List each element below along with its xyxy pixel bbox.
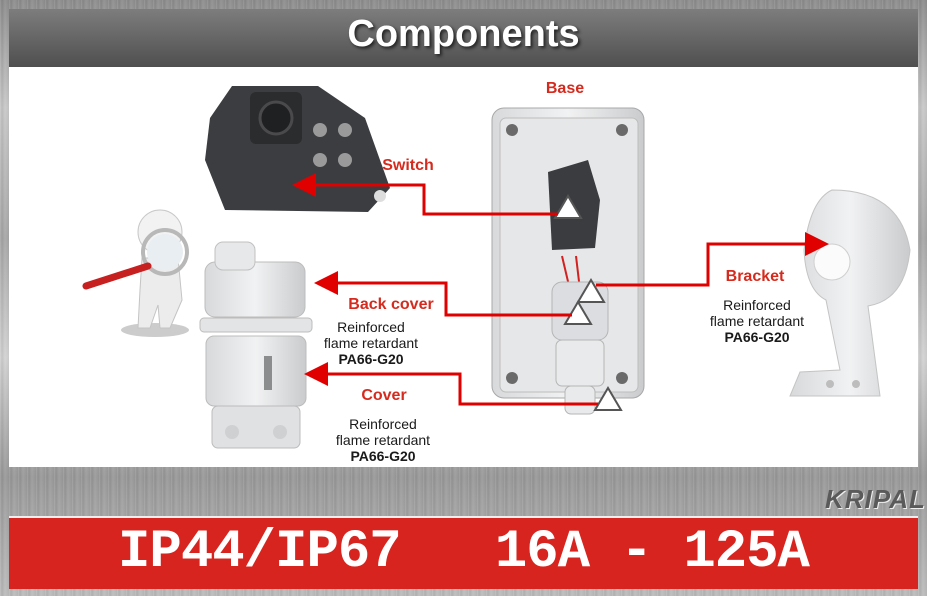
bracket-material-line2: flame retardant: [709, 313, 805, 329]
cover-material-code: PA66-G20: [350, 448, 416, 464]
cover-label: Cover: [361, 387, 407, 404]
cover-material-line1: Reinforced: [349, 416, 417, 432]
bracket-material-line1: Reinforced: [723, 297, 791, 313]
base-image: [491, 107, 645, 415]
switch-image: [205, 86, 390, 212]
back-cover-arrow: [314, 271, 572, 317]
header-bar: [9, 9, 918, 67]
bracket-label: Bracket: [725, 268, 785, 285]
rating-text: IP44/IP67 16A - 125A: [118, 522, 810, 583]
cover-arrow: [304, 362, 598, 406]
rating-banner: [9, 516, 918, 589]
back-cover-label: Back cover: [348, 296, 434, 313]
bracket-material: Reinforced flame retardant PA66-G20: [692, 297, 822, 345]
callout-arrows: [292, 173, 829, 406]
bracket-arrow: [596, 232, 829, 287]
base-label: Base: [545, 80, 585, 97]
magnifier-figure-image: [82, 209, 189, 337]
back-cover-material-line2: flame retardant: [323, 335, 419, 351]
cover-material-line2: flame retardant: [335, 432, 431, 448]
back-cover-material-line1: Reinforced: [337, 319, 405, 335]
cover-material: Reinforced flame retardant PA66-G20: [318, 416, 448, 464]
back-cover-material-code: PA66-G20: [338, 351, 404, 367]
page-title: Components: [347, 13, 580, 55]
back-cover-material: Reinforced flame retardant PA66-G20: [306, 319, 436, 367]
switch-label: Switch: [382, 157, 434, 174]
brand-logo: KRIPAL: [825, 484, 926, 514]
bracket-material-code: PA66-G20: [724, 329, 790, 345]
cover-image: [199, 241, 313, 449]
bracket-image: [789, 189, 911, 397]
switch-arrow: [292, 173, 558, 216]
